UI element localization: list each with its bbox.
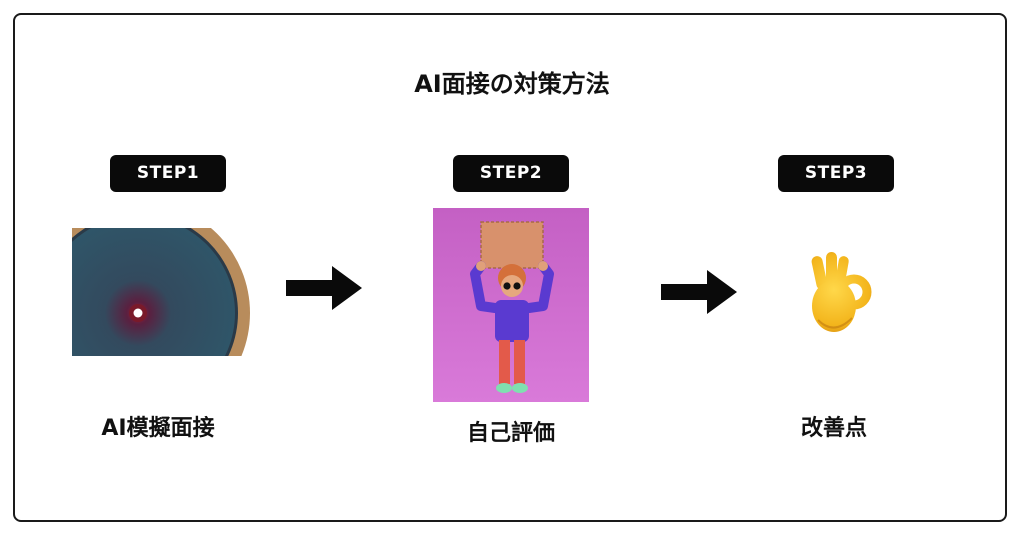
step3-badge: STEP3 — [778, 155, 894, 192]
right-arrow-icon — [661, 270, 737, 314]
person-holding-sign-image — [433, 208, 589, 402]
diagram-frame — [13, 13, 1007, 522]
step2-badge: STEP2 — [453, 155, 569, 192]
step3-label: 改善点 — [800, 416, 867, 441]
diagram-title: AI面接の対策方法 — [414, 70, 610, 98]
right-arrow-icon — [286, 266, 362, 310]
step1-badge: STEP1 — [110, 155, 226, 192]
step1-label: AI模擬面接 — [101, 416, 215, 441]
step2-label: 自己評価 — [466, 421, 555, 446]
ok-hand-emoji — [811, 252, 872, 332]
dartboard-target-image — [72, 228, 250, 356]
